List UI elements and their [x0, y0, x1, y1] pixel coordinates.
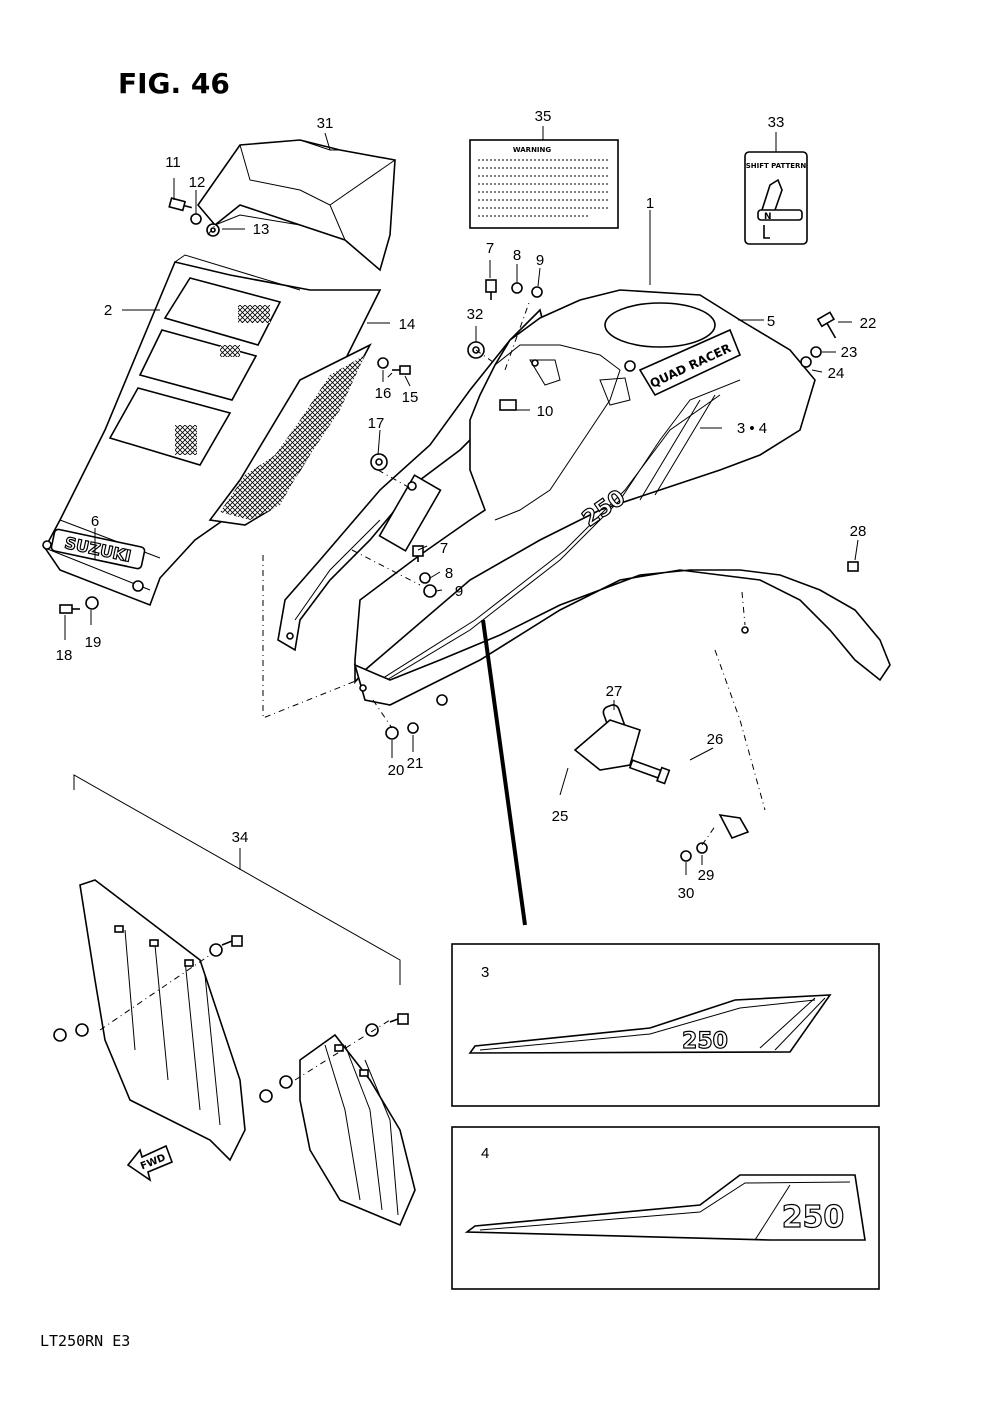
suzuki-emblem [50, 528, 146, 570]
callout-13: 13 [253, 221, 270, 238]
callout-23: 23 [841, 344, 858, 361]
callout-7-low: 7 [440, 540, 448, 557]
figure-title: FIG. 46 [118, 67, 230, 100]
callout-7-top: 7 [486, 240, 494, 257]
warning-label-text: WARNING [513, 146, 552, 154]
inset-3-number: 3 [481, 964, 489, 981]
callout-16: 16 [375, 385, 392, 402]
part-1-rear-fender: QUAD RACER 250 [353, 289, 891, 706]
callout-14: 14 [399, 316, 416, 333]
callout-8-top: 8 [513, 247, 521, 264]
shift-pattern-text: SHIFT PATTERN [746, 162, 807, 170]
callout-24: 24 [828, 365, 845, 382]
callout-15: 15 [402, 389, 419, 406]
callout-21: 21 [407, 755, 424, 772]
callout-35: 35 [535, 108, 552, 125]
callout-29: 29 [698, 867, 715, 884]
callout-32: 32 [467, 306, 484, 323]
quad-racer-badge [638, 328, 742, 397]
part-35-warning-label: WARNING [469, 139, 619, 229]
callout-18: 18 [56, 647, 73, 664]
callout-1: 1 [646, 195, 654, 212]
leader-lines [64, 126, 859, 875]
inset-pointer [481, 619, 527, 926]
callout-31: 31 [317, 115, 334, 132]
callout-9-low: 9 [455, 583, 463, 600]
callout-5: 5 [767, 313, 775, 330]
inset-3: 3 250 [451, 943, 880, 1107]
callout-22: 22 [860, 315, 877, 332]
model-code: LT250RN E3 [40, 1332, 130, 1350]
part-2-front-fender: SUZUKI [42, 254, 382, 607]
inset-4: 4 250 [451, 1126, 880, 1290]
callout-9-top: 9 [536, 252, 544, 269]
neutral-text: N [764, 212, 772, 222]
callout-6: 6 [91, 513, 99, 530]
part-33-shift-pattern-label: SHIFT PATTERN N [744, 151, 808, 245]
inset-4-number: 4 [481, 1145, 489, 1162]
part-34-mudflaps [53, 774, 416, 1227]
callout-10: 10 [537, 403, 554, 420]
callout-19: 19 [85, 634, 102, 651]
callout-numbers: 31 35 33 1 2 5 3 • 4 6 11 12 13 14 16 15… [56, 108, 877, 902]
inset-3-decal: 250 [682, 1029, 728, 1054]
inset-4-decal: 250 [782, 1200, 845, 1235]
callout-25: 25 [552, 808, 569, 825]
callout-26: 26 [707, 731, 724, 748]
callout-30: 30 [678, 885, 695, 902]
callout-34: 34 [232, 829, 249, 846]
callout-12: 12 [189, 174, 206, 191]
fuel-opening [604, 302, 716, 348]
part-25-bracket-rod [436, 694, 750, 839]
callout-20: 20 [388, 762, 405, 779]
callout-33: 33 [768, 114, 785, 131]
callout-8-low: 8 [445, 565, 453, 582]
assembly-lines [207, 224, 766, 846]
callout-11: 11 [165, 154, 181, 171]
callout-17: 17 [368, 415, 385, 432]
callout-28: 28 [850, 523, 867, 540]
callout-3-4: 3 • 4 [737, 420, 767, 437]
fwd-arrow: FWD [126, 1144, 174, 1182]
callout-27: 27 [606, 683, 623, 700]
callout-2: 2 [104, 302, 112, 319]
part-31-cover [196, 139, 396, 272]
